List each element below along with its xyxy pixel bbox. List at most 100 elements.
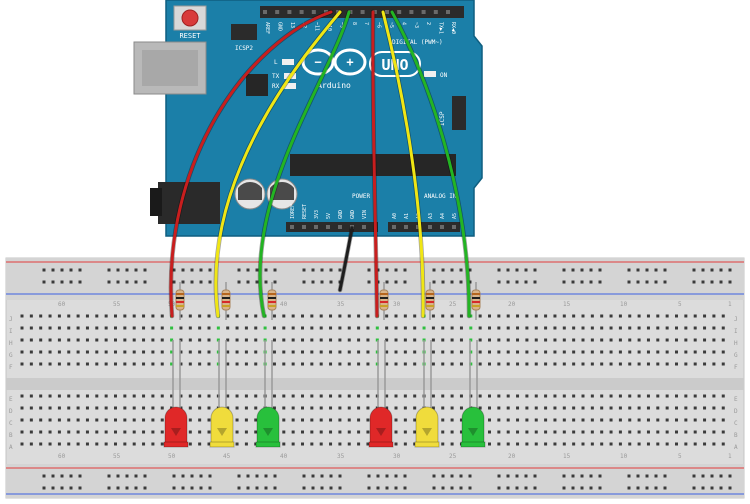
breadboard-hole [366,394,370,398]
breadboard-hole [357,442,361,446]
rail-hole [311,474,315,478]
rail-hole [571,474,575,478]
rail-hole [589,268,593,272]
resistor-band [176,293,184,295]
breadboard-hole [488,442,491,446]
breadboard-hole [506,350,510,354]
breadboard-hole [95,406,99,410]
breadboard-hole [254,314,258,318]
breadboard-hole [310,314,314,318]
rail-hole [320,474,324,478]
breadboard-hole [319,406,323,410]
breadboard-hole [151,430,155,434]
breadboard-hole [684,442,688,446]
breadboard-hole [48,314,52,318]
breadboard-hole [39,314,43,318]
breadboard-hole [29,350,33,354]
breadboard-hole [693,442,697,446]
breadboard-hole [600,350,604,354]
rail-hole [663,474,667,478]
breadboard-hole [534,406,538,410]
rail-hole [710,268,714,272]
breadboard-hole [544,442,548,446]
breadboard-hole [441,418,445,422]
breadboard-hole [600,362,604,366]
rail-hole [385,474,389,478]
breadboard-hole [151,406,155,410]
breadboard-hole [665,442,669,446]
breadboard-hole [581,314,585,318]
breadboard-hole [85,442,89,446]
breadboard-hole [179,350,183,354]
breadboard-hole [104,314,108,318]
breadboard-hole [39,338,43,342]
breadboard-hole [431,314,435,318]
rail-hole [199,474,203,478]
breadboard-hole [712,362,716,366]
breadboard-hole [516,338,520,342]
header-pin [452,225,456,229]
breadboard-hole [459,406,463,410]
rail-hole [60,486,64,490]
breadboard-hole [656,338,660,342]
breadboard-hole [319,394,323,398]
breadboard-hole [104,338,108,342]
breadboard-hole [600,394,604,398]
rail-hole [654,280,658,284]
rail-hole [654,474,658,478]
breadboard-hole [459,338,463,342]
rail-hole [246,268,250,272]
breadboard-hole [160,418,164,422]
row-letter: A [734,444,738,451]
breadboard-hole [188,338,192,342]
breadboard-hole [57,430,61,434]
rail-hole [394,280,398,284]
breadboard-hole [151,314,155,318]
breadboard-hole [254,442,258,446]
breadboard-hole [310,430,314,434]
breadboard-hole [366,406,370,410]
rail-hole [533,486,537,490]
breadboard-hole [319,338,323,342]
breadboard-hole [338,418,342,422]
breadboard-hole [357,338,361,342]
rail-hole [125,486,129,490]
breadboard-hole [142,314,146,318]
breadboard-hole [76,430,80,434]
resistor-band [472,305,480,307]
breadboard-hole [366,326,370,330]
column-number: 40 [280,453,288,460]
breadboard-hole [254,362,258,366]
rail-hole [533,474,537,478]
rail-hole [468,486,472,490]
breadboard-hole [703,338,707,342]
rail-hole [69,280,73,284]
breadboard-hole [441,350,445,354]
reset-button[interactable] [181,9,199,27]
rx-indicator [284,83,296,89]
digital-pwm-label: DIGITAL (PWM~) [392,39,443,46]
rail-hole [645,280,649,284]
breadboard-hole [562,338,566,342]
breadboard-hole [609,314,613,318]
breadboard-hole [366,442,370,446]
rail-hole [385,280,389,284]
breadboard-hole [394,430,398,434]
breadboard-hole [76,338,80,342]
breadboard-hole [703,442,707,446]
resistor-band [176,305,184,307]
analog-header [388,222,460,232]
rail-hole [246,474,250,478]
breadboard-hole [413,406,417,410]
header-pin [302,225,306,229]
breadboard-hole [703,314,707,318]
breadboard-hole [85,362,89,366]
breadboard-hole [347,394,351,398]
breadboard-hole [516,394,520,398]
breadboard-hole [459,362,463,366]
rail-hole [60,280,64,284]
rail-hole [329,486,333,490]
breadboard-hole [544,326,548,330]
breadboard-hole [721,418,725,422]
tx-label: TX [272,73,280,80]
